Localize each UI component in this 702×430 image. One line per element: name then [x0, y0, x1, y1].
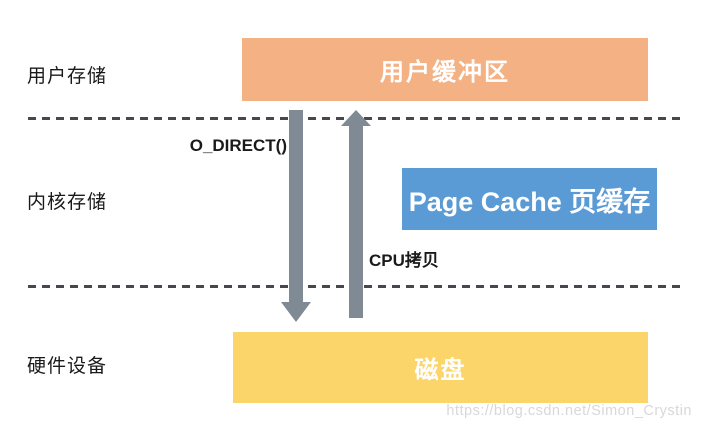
cpu-copy-up-arrow-icon: [341, 110, 371, 318]
layer-label-hardware-device: 硬件设备: [27, 356, 108, 377]
user-buffer-label: 用户缓冲区: [380, 59, 510, 86]
odirect-caption: O_DIRECT(): [189, 136, 287, 155]
cpu-copy-arrowhead-icon: [341, 110, 371, 126]
disk-box: 磁盘: [233, 332, 648, 403]
layer-label-user-storage: 用户存储: [27, 66, 108, 87]
odirect-arrow-shaft: [289, 110, 303, 302]
cpu-copy-caption: CPU拷贝: [369, 251, 439, 270]
page-cache-label: Page Cache 页缓存: [408, 186, 651, 217]
odirect-arrowhead-icon: [281, 302, 311, 322]
cpu-copy-arrow-shaft: [349, 126, 363, 318]
disk-label: 磁盘: [414, 357, 467, 384]
user-buffer-box: 用户缓冲区: [242, 38, 648, 101]
page-cache-box: Page Cache 页缓存: [402, 168, 657, 230]
odirect-down-arrow-icon: [281, 110, 311, 322]
watermark-text: https://blog.csdn.net/Simon_Crystin: [446, 403, 692, 419]
layer-label-kernel-storage: 内核存储: [27, 192, 108, 213]
